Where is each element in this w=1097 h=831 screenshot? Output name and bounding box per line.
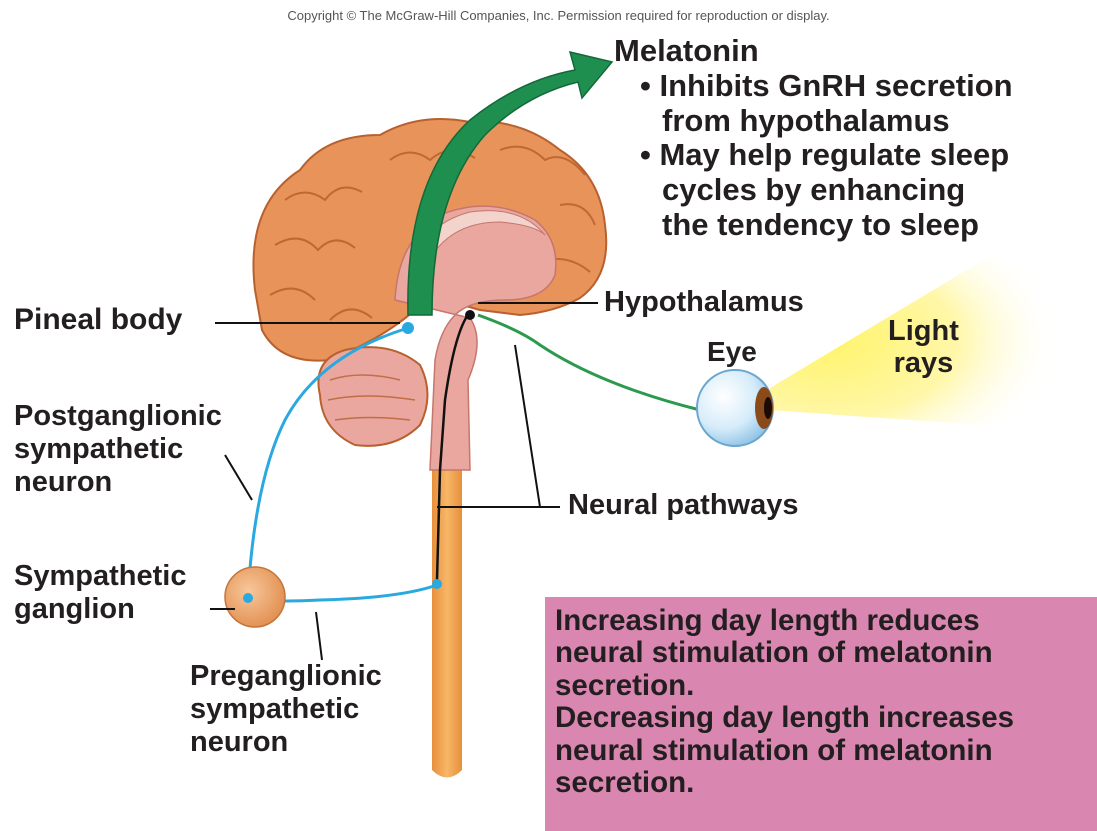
light-rays-line-1: Light — [888, 315, 959, 347]
spinal-synapse — [432, 579, 442, 589]
preganglionic-line-3: neuron — [190, 726, 382, 759]
info-line-5: neural stimulation of melatonin — [555, 735, 1097, 767]
preganglionic-line-2: sympathetic — [190, 693, 382, 726]
label-hypothalamus: Hypothalamus — [604, 286, 804, 319]
sympathetic-ganglion — [225, 567, 285, 627]
melatonin-title: Melatonin — [614, 33, 759, 68]
label-neural-pathways: Neural pathways — [568, 489, 798, 522]
melatonin-effects: • Inhibits GnRH secretion from hypothala… — [640, 69, 1013, 243]
pineal-dot — [402, 322, 414, 334]
info-line-1: Increasing day length reduces — [555, 605, 1097, 637]
label-pineal-body: Pineal body — [14, 303, 182, 337]
hypothalamus-dot — [465, 310, 475, 320]
postganglionic-line-3: neuron — [14, 466, 222, 499]
info-line-4: Decreasing day length increases — [555, 702, 1097, 734]
effect-2-line-3: the tendency to sleep — [640, 208, 1013, 243]
effect-2-line-1: • May help regulate sleep — [640, 138, 1013, 173]
label-light-rays: Light rays — [888, 315, 959, 380]
effect-1-line-1: • Inhibits GnRH secretion — [640, 69, 1013, 104]
spinal-cord — [432, 470, 462, 778]
day-length-info-box: Increasing day length reduces neural sti… — [545, 597, 1097, 831]
info-line-6: secretion. — [555, 767, 1097, 799]
ganglion-line-1: Sympathetic — [14, 560, 186, 593]
effect-2-line-2: cycles by enhancing — [640, 173, 1013, 208]
postganglionic-line-2: sympathetic — [14, 433, 222, 466]
label-preganglionic: Preganglionic sympathetic neuron — [190, 660, 382, 758]
light-rays-line-2: rays — [888, 347, 959, 379]
pupil — [764, 397, 772, 419]
copyright-notice: Copyright © The McGraw-Hill Companies, I… — [0, 9, 1097, 24]
info-line-3: secretion. — [555, 670, 1097, 702]
ganglion-line-2: ganglion — [14, 593, 186, 626]
ganglion-synapse — [243, 593, 253, 603]
retinal-pathway — [478, 315, 700, 410]
label-postganglionic: Postganglionic sympathetic neuron — [14, 400, 222, 498]
info-line-2: neural stimulation of melatonin — [555, 637, 1097, 669]
label-sympathetic-ganglion: Sympathetic ganglion — [14, 560, 186, 626]
preganglionic-line-1: Preganglionic — [190, 660, 382, 693]
label-eye: Eye — [707, 336, 757, 368]
effect-1-line-2: from hypothalamus — [640, 104, 1013, 139]
postganglionic-line-1: Postganglionic — [14, 400, 222, 433]
